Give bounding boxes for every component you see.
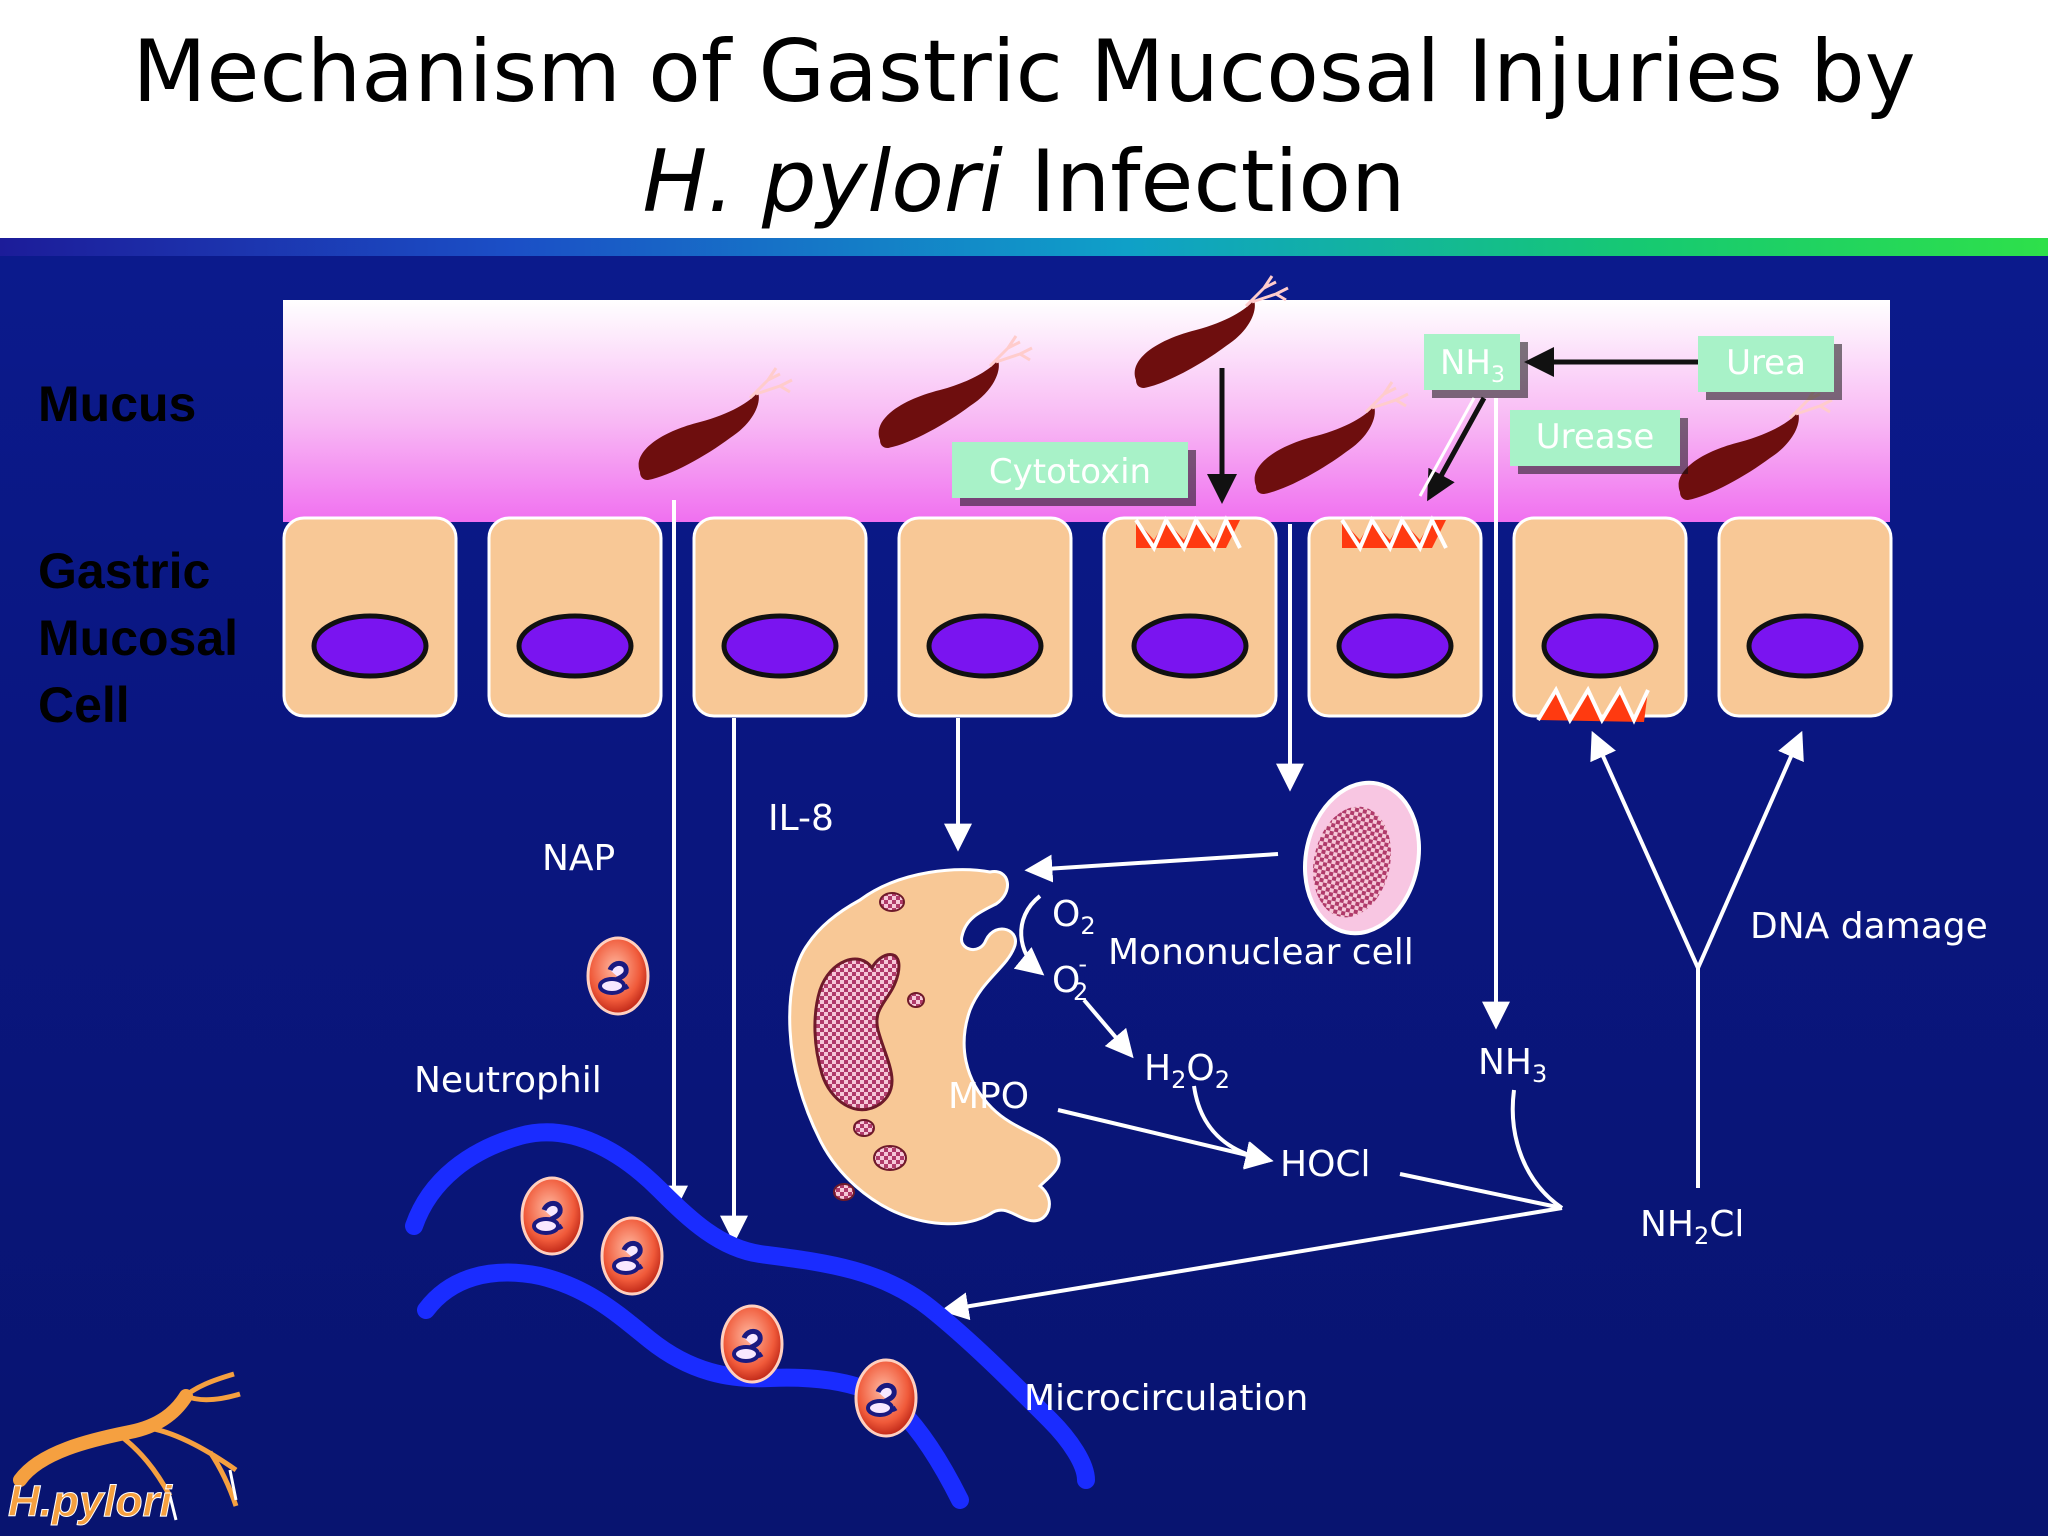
nh3-box: NH3 (1424, 334, 1528, 398)
cell-label-line3: Cell (38, 677, 130, 733)
hpylori-logo: H.pylori (8, 1371, 241, 1527)
nh2cl-to-microcirculation-arrow (940, 1206, 1563, 1321)
urea-text: Urea (1726, 343, 1806, 383)
diagram-svg: Mucus Gastric Mucosal Cell Cytotoxin NH3 (8, 274, 1988, 1527)
damage-mark-nucleus (1536, 685, 1650, 725)
svg-text:NH3: NH3 (1440, 343, 1505, 388)
gradient-divider (0, 238, 2048, 256)
cytotoxin-text: Cytotoxin (989, 452, 1151, 492)
cell-nucleus-5 (1131, 613, 1249, 679)
title-line-1: Mechanism of Gastric Mucosal Injuries by (132, 22, 1916, 122)
urea-box: Urea (1698, 336, 1842, 400)
neutrophil-vessel-1 (522, 1178, 582, 1254)
neutrophil-vessel-2 (602, 1218, 662, 1294)
neutrophil-vessel-4 (856, 1360, 916, 1436)
neutrophil-vessel-3 (722, 1306, 782, 1382)
o2-to-h2o2-arrow (1082, 998, 1134, 1059)
mononuclear-label: Mononuclear cell (1108, 932, 1414, 973)
title-line-2: H. pylori Infection (0, 132, 2048, 232)
nh3-label: NH3 (1478, 1042, 1547, 1088)
urease-text: Urease (1536, 417, 1655, 457)
cytotoxin-box: Cytotoxin (952, 442, 1196, 506)
mpo-label: MPO (948, 1076, 1029, 1117)
cell-label-line1: Gastric (38, 543, 210, 599)
h2o2-label: H2O2 (1144, 1048, 1230, 1094)
title-line-2-rest: Infection (1003, 132, 1406, 232)
damage-mark-1 (1134, 515, 1242, 553)
macrophage (788, 868, 1061, 1226)
microcirculation-label: Microcirculation (1024, 1378, 1308, 1419)
mucus-label: Mucus (38, 376, 196, 432)
mpo-to-hocl-arrow (1057, 1108, 1274, 1169)
h2o2-to-hocl-arrow (1192, 1085, 1274, 1170)
nh3-box-sub: 3 (1491, 363, 1505, 388)
nh2cl-label: NH2Cl (1640, 1204, 1744, 1250)
cell-nucleus-4 (926, 613, 1044, 679)
il8-label: IL-8 (768, 798, 834, 839)
mononuclear-to-macrophage-arrow (1024, 852, 1279, 883)
cell-nucleus-1 (311, 613, 429, 679)
mononuclear-cell (1302, 780, 1422, 936)
dna-damage-label: DNA damage (1750, 906, 1988, 947)
pathway-arrows (660, 398, 1804, 1321)
neutrophil-free (588, 938, 648, 1014)
title-italic-species: H. pylori (642, 132, 1004, 232)
cell-label-line2: Mucosal (38, 610, 238, 666)
damage-mark-2 (1340, 515, 1448, 553)
dna-damage-arrow-left (1590, 730, 1700, 969)
cell-nucleus-2 (516, 613, 634, 679)
hocl-to-nh2cl-line (1399, 1172, 1563, 1210)
cell-nucleus-7 (1541, 613, 1659, 679)
title-area: Mechanism of Gastric Mucosal Injuries by… (0, 0, 2048, 240)
o2-conversion-arrow (1013, 894, 1045, 976)
dna-damage-arrow-right (1696, 730, 1804, 969)
urease-box: Urease (1510, 410, 1688, 474)
cell-nucleus-8 (1746, 613, 1864, 679)
cell-nucleus-6 (1336, 613, 1454, 679)
nh3-damage-arrow-light (1418, 397, 1476, 497)
cell-nucleus-3 (721, 613, 839, 679)
diagram-area: Mucus Gastric Mucosal Cell Cytotoxin NH3 (0, 256, 2048, 1536)
neutrophil-label: Neutrophil (414, 1060, 602, 1101)
hocl-label: HOCl (1280, 1144, 1371, 1185)
nh3-to-nh2cl-line (1510, 1089, 1564, 1210)
nh3-box-text: NH (1440, 343, 1491, 383)
nap-label: NAP (542, 838, 615, 879)
mucosal-cells (282, 516, 1893, 718)
hpylori-logo-text: H.pylori (8, 1477, 173, 1526)
superoxide-label: O-2 (1052, 950, 1088, 1006)
o2-label: O2 (1052, 894, 1096, 940)
nh3-damage-arrow-dark (1427, 396, 1487, 502)
